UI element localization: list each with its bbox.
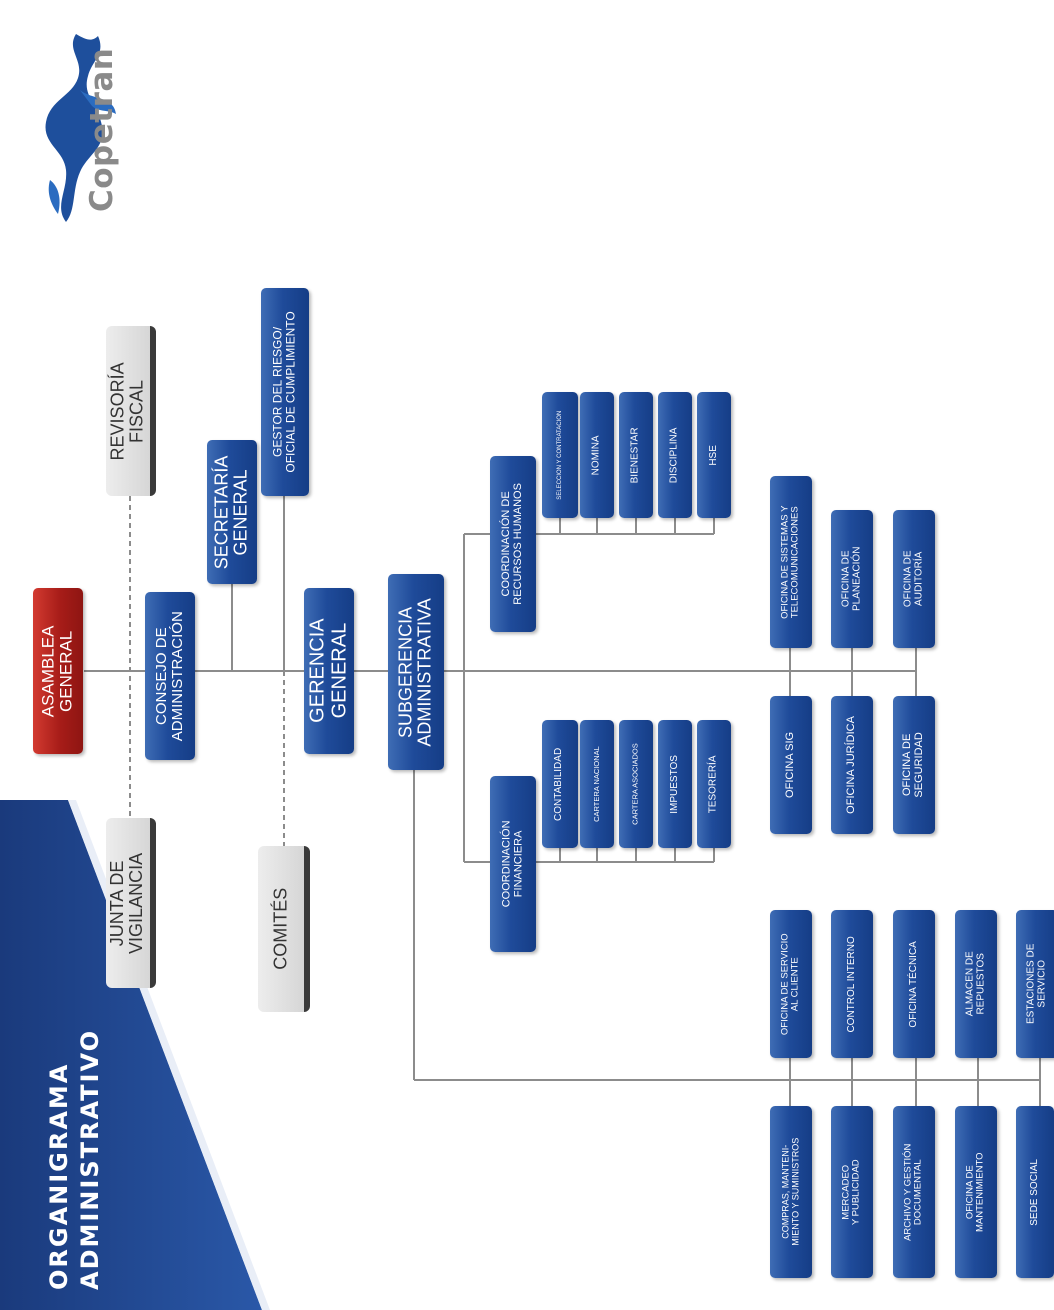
connector-lines xyxy=(84,496,1041,1106)
node-control-interno: CONTROL INTERNO xyxy=(831,910,873,1058)
node-estaciones-servicio: ESTACIONES DE SERVICIO xyxy=(1016,910,1054,1058)
node-cartera-asociados: CARTERA ASOCIADOS xyxy=(619,720,653,848)
node-mercadeo-publicidad: MERCADEO Y PUBLICIDAD xyxy=(831,1106,873,1278)
page-title: ORGANIGRAMA ADMINISTRATIVO xyxy=(44,1029,106,1290)
logo-text: Copetran xyxy=(84,47,120,212)
greyhound-logo-icon xyxy=(45,34,116,222)
node-subgerencia-administrativa: SUBGERENCIA ADMINISTRATIVA xyxy=(388,574,444,770)
node-oficina-servicio-cliente: OFICINA DE SERVICIO AL CLIENTE xyxy=(770,910,812,1058)
node-oficina-sig: OFICINA SIG xyxy=(770,696,812,834)
node-oficina-auditoria: OFICINA DE AUDITORÍA xyxy=(893,510,935,648)
title-banner xyxy=(0,800,262,1310)
node-oficina-seguridad: OFICINA DE SEGURIDAD xyxy=(893,696,935,834)
dashed-connectors xyxy=(129,496,285,846)
node-seleccion-contratacion: SELECCION Y CONTRATACION xyxy=(542,392,578,518)
node-bienestar: BIENESTAR xyxy=(619,392,653,518)
node-asamblea-general: ASAMBLEA GENERAL xyxy=(33,588,83,754)
node-impuestos: IMPUESTOS xyxy=(658,720,692,848)
title-line-2: ADMINISTRATIVO xyxy=(76,1028,104,1290)
node-archivo-gestion-documental: ARCHIVO Y GESTIÓN DOCUMENTAL xyxy=(893,1106,935,1278)
node-comites: COMITÉS xyxy=(258,846,310,1012)
node-contabilidad: CONTABILIDAD xyxy=(542,720,578,848)
node-nomina: NOMINA xyxy=(580,392,614,518)
node-coordinacion-rrhh: COORDINACIÓN DE RECURSOS HUMANOS xyxy=(490,456,536,632)
node-oficina-tecnica: OFICINA TÉCNICA xyxy=(893,910,935,1058)
node-coordinacion-financiera: COORDINACIÓN FINANCIERA xyxy=(490,776,536,952)
node-cartera-nacional: CARTERA NACIONAL xyxy=(580,720,614,848)
node-almacen-repuestos: ALMACEN DE REPUESTOS xyxy=(955,910,997,1058)
node-disciplina: DISCIPLINA xyxy=(658,392,692,518)
node-junta-vigilancia: JUNTA DE VIGILANCIA xyxy=(106,818,156,988)
node-oficina-mantenimiento: OFICINA DE MANTENIMIENTO xyxy=(955,1106,997,1278)
node-hse: HSE xyxy=(697,392,731,518)
node-sede-social: SEDE SOCIAL xyxy=(1016,1106,1054,1278)
node-tesoreria: TESORERÍA xyxy=(697,720,731,848)
node-secretaria-general: SECRETARÍA GENERAL xyxy=(207,440,257,584)
node-gerencia-general: GERENCIA GENERAL xyxy=(304,588,354,754)
node-oficina-planeacion: OFICINA DE PLANEACIÓN xyxy=(831,510,873,648)
title-line-1: ORGANIGRAMA xyxy=(45,1062,73,1290)
node-oficina-sistemas: OFICINA DE SISTEMAS Y TELECOMUNICACIONES xyxy=(770,476,812,648)
node-oficina-juridica: OFICINA JURÍDICA xyxy=(831,696,873,834)
node-consejo-administracion: CONSEJO DE ADMINISTRACIÓN xyxy=(145,592,195,760)
node-compras-suministros: COMPRAS, MANTENI- MIENTO Y SUMINISTROS xyxy=(770,1106,812,1278)
node-gestor-riesgo: GESTOR DEL RIESGO/ OFICIAL DE CUMPLIMIEN… xyxy=(261,288,309,496)
node-revisoria-fiscal: REVISORÍA FISCAL xyxy=(106,326,156,496)
